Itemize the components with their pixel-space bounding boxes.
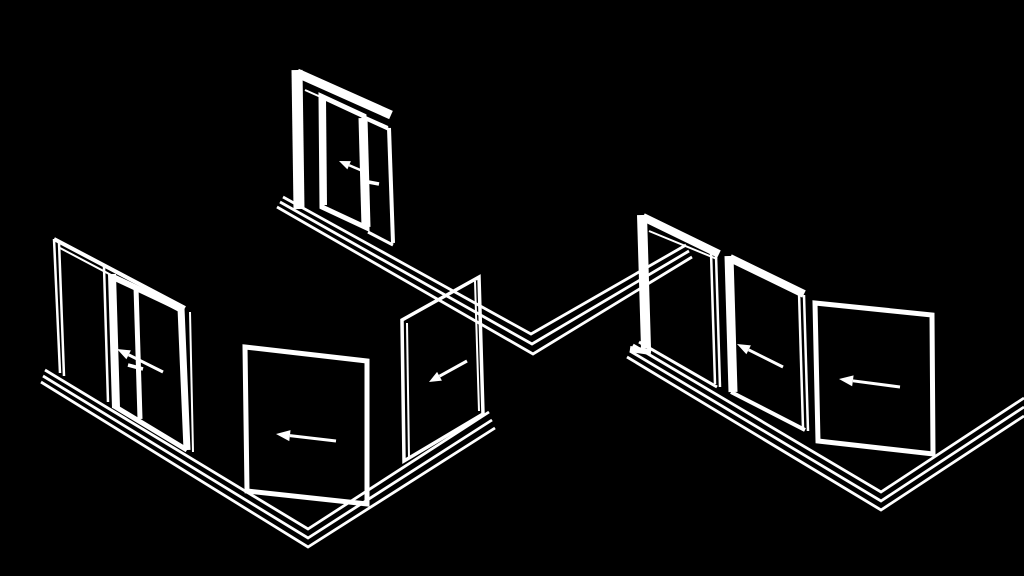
left-door-assembly (52, 237, 194, 453)
left-edge-inner (406, 322, 410, 459)
track-line-1 (282, 195, 687, 336)
track-line-3 (626, 355, 1024, 512)
top-track-run (276, 195, 693, 356)
track-line-1 (632, 343, 1024, 494)
panel1-header (641, 213, 721, 258)
top-door-assembly (291, 68, 395, 247)
track-line-2 (279, 200, 690, 346)
slide-direction-arrow (339, 161, 366, 174)
track-line-1 (44, 368, 490, 531)
track-line-2 (629, 349, 1024, 503)
right-track-run (626, 343, 1024, 512)
panel2-top-rail (728, 254, 806, 298)
outer-right-stile (177, 307, 191, 451)
panel1-right-stile-inner (714, 254, 722, 388)
bottom-rail (112, 403, 189, 453)
panel2-right-stile (797, 291, 805, 429)
frame-header (295, 68, 393, 120)
slide-direction-arrow (737, 344, 784, 369)
panel2-right-stile-inner (802, 294, 810, 432)
sidelite-top-edge (365, 117, 391, 132)
top-rail (53, 237, 186, 310)
panel-outline (242, 344, 370, 507)
left-return-panel (400, 274, 485, 465)
door-left-stile (108, 273, 120, 409)
panel1-left-stile (637, 214, 651, 349)
panel2-bottom-edge (730, 390, 806, 432)
right-corner-panel (812, 300, 936, 457)
right-door-assembly (629, 213, 810, 432)
panel1-right-stile (709, 251, 717, 385)
door-handle-tick (127, 363, 144, 371)
slide-direction-arrow (276, 430, 337, 443)
door-top-rail (111, 274, 185, 313)
left-track-run (40, 368, 496, 549)
panel-outline (400, 274, 485, 465)
outer-right-stile-inner (189, 311, 194, 453)
panel-outline (812, 300, 936, 457)
fixed-panel-edge (102, 266, 110, 403)
track-line-3 (40, 380, 496, 549)
outer-left-stile (52, 238, 62, 374)
door-right-stile (133, 286, 143, 420)
sidelite-right-stile (387, 127, 395, 244)
left-corner-panel (242, 344, 370, 507)
frame-left-stile (291, 69, 305, 210)
panel1-header-inner (648, 230, 718, 260)
panel2-left-stile (724, 255, 738, 393)
door-handle-tick (362, 179, 380, 186)
slide-direction-arrow (117, 349, 164, 374)
slide-direction-arrow (839, 375, 901, 389)
sidelite-bottom-edge (367, 230, 394, 247)
slide-direction-arrow (429, 359, 468, 382)
panel1-bottom-edge (638, 340, 718, 389)
door-left-stile (320, 97, 327, 206)
right-edge-inner (474, 280, 480, 412)
track-line-2 (42, 374, 493, 540)
outer-left-stile-inner (57, 241, 66, 377)
track-line-3 (276, 205, 693, 356)
